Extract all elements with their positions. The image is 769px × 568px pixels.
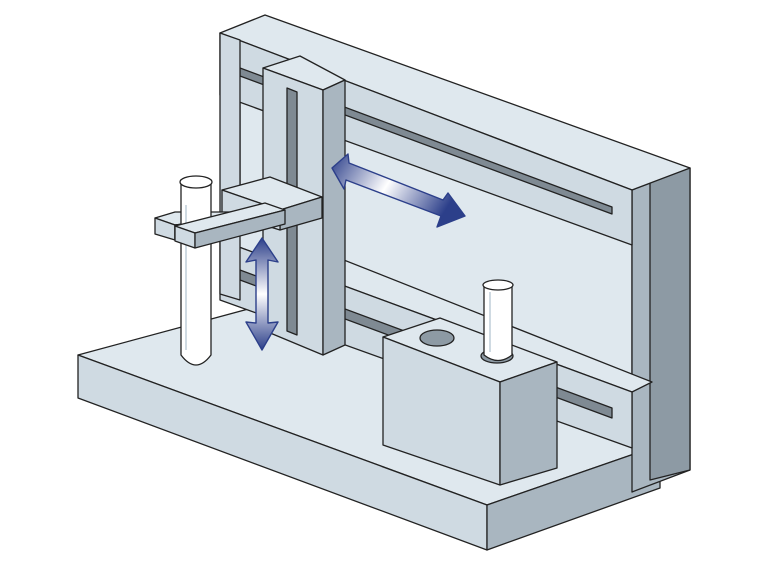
- tube-rack: [382, 317, 558, 486]
- test-tube-in-rack: [482, 279, 514, 362]
- test-tube-in-gripper: [179, 175, 213, 366]
- left-upright: [219, 32, 241, 301]
- vertical-motion-arrow: [245, 237, 279, 351]
- rack-hole: [419, 329, 455, 347]
- gripper-crossbar: [174, 202, 286, 249]
- horizontal-motion-arrow: [331, 153, 466, 228]
